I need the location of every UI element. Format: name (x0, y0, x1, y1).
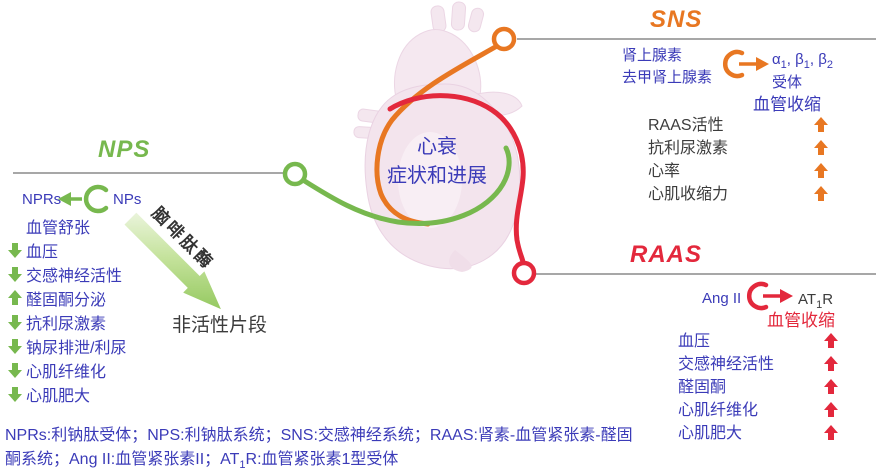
sns-ligand-norepinephrine: 去甲肾上腺素 (622, 69, 713, 86)
list-item: 心肌肥大 (678, 422, 838, 445)
center-label-line2: 症状和进展 (387, 165, 487, 187)
sns-effects-list: RAAS活性 抗利尿激素 心率 心肌收缩力 (648, 114, 828, 206)
list-item: 抗利尿激素 (8, 310, 126, 334)
sns-title: SNS (650, 6, 703, 33)
down-arrow-icon (8, 386, 22, 402)
list-item: RAAS活性 (648, 114, 828, 137)
list-item: 心肌纤维化 (678, 399, 838, 422)
nps-receptor-binding-icon (58, 184, 109, 214)
nps-curve (300, 145, 512, 226)
raas-curve (387, 93, 526, 265)
list-item: 交感神经活性 (678, 353, 838, 376)
down-arrow-icon (8, 266, 22, 282)
up-arrow-icon (814, 186, 828, 202)
down-arrow-icon (8, 242, 22, 258)
up-arrow-icon (824, 402, 838, 418)
list-item: 心肌收缩力 (648, 183, 828, 206)
down-arrow-icon (8, 338, 22, 354)
center-label-line1: 心衰 (417, 136, 457, 158)
down-arrow-icon (8, 362, 22, 378)
sns-effect-vasoconstriction: 血管收缩 (753, 95, 821, 114)
list-item: 钠尿排泄/利尿 (8, 334, 126, 358)
up-arrow-icon (814, 117, 828, 133)
up-arrow-icon (814, 140, 828, 156)
raas-effect-vasoconstriction: 血管收缩 (767, 311, 835, 330)
raas-receptor-at1r-label: AT1R (798, 291, 834, 311)
up-arrow-icon (824, 356, 838, 372)
nps-receptor-label: NPRs (22, 191, 62, 208)
raas-title: RAAS (630, 241, 703, 268)
list-item: 血管舒张 (26, 220, 91, 237)
list-item: 抗利尿激素 (648, 137, 828, 160)
up-arrow-icon (824, 379, 838, 395)
up-arrow-icon (814, 163, 828, 179)
list-item: 心率 (648, 160, 828, 183)
down-arrow-icon (8, 314, 22, 330)
sns-ligand-epinephrine: 肾上腺素 (622, 47, 683, 64)
sns-curve (374, 43, 500, 227)
list-item: 血压 (8, 238, 126, 262)
list-item: 醛固酮 (678, 376, 838, 399)
nps-title: NPS (98, 136, 151, 163)
inactive-fragments-label: 非活性片段 (172, 315, 268, 336)
raas-ligand-angii: Ang II (702, 290, 742, 307)
caption-line2: 酮系统；Ang II:血管紧张素II；AT1R:血管紧张素1型受体 (5, 451, 399, 472)
up-arrow-icon (824, 333, 838, 349)
list-item: 心肌纤维化 (8, 358, 126, 382)
nps-node-ring (282, 161, 308, 187)
sns-receptor-label: α1, β1, β2 (772, 51, 833, 71)
list-item: 血压 (678, 330, 838, 353)
sns-receptor-label-line2: 受体 (772, 74, 803, 91)
up-arrow-icon (824, 425, 838, 441)
raas-node-ring (511, 260, 537, 286)
sns-ligands: 肾上腺素 去甲肾上腺素 (622, 45, 712, 89)
list-item: 心肌肥大 (8, 382, 126, 406)
raas-receptor-binding-icon (747, 281, 793, 311)
sns-node-ring (491, 26, 517, 52)
caption-line1: NPRs:利钠肽受体；NPS:利钠肽系统；SNS:交感神经系统；RAAS:肾素-… (5, 427, 633, 444)
nps-ligand-label: NPs (113, 191, 142, 208)
raas-effects-list: 血压 交感神经活性 醛固酮 心肌纤维化 心肌肥大 (678, 330, 838, 445)
up-arrow-icon (8, 290, 22, 306)
list-item: 交感神经活性 (8, 262, 126, 286)
sns-receptor-binding-icon (723, 49, 769, 79)
nps-effects-list: 血管舒张 血压 交感神经活性 醛固酮分泌 抗利尿激素 钠尿排泄/利尿 心肌纤维化… (8, 214, 126, 406)
list-item: 醛固酮分泌 (8, 286, 126, 310)
